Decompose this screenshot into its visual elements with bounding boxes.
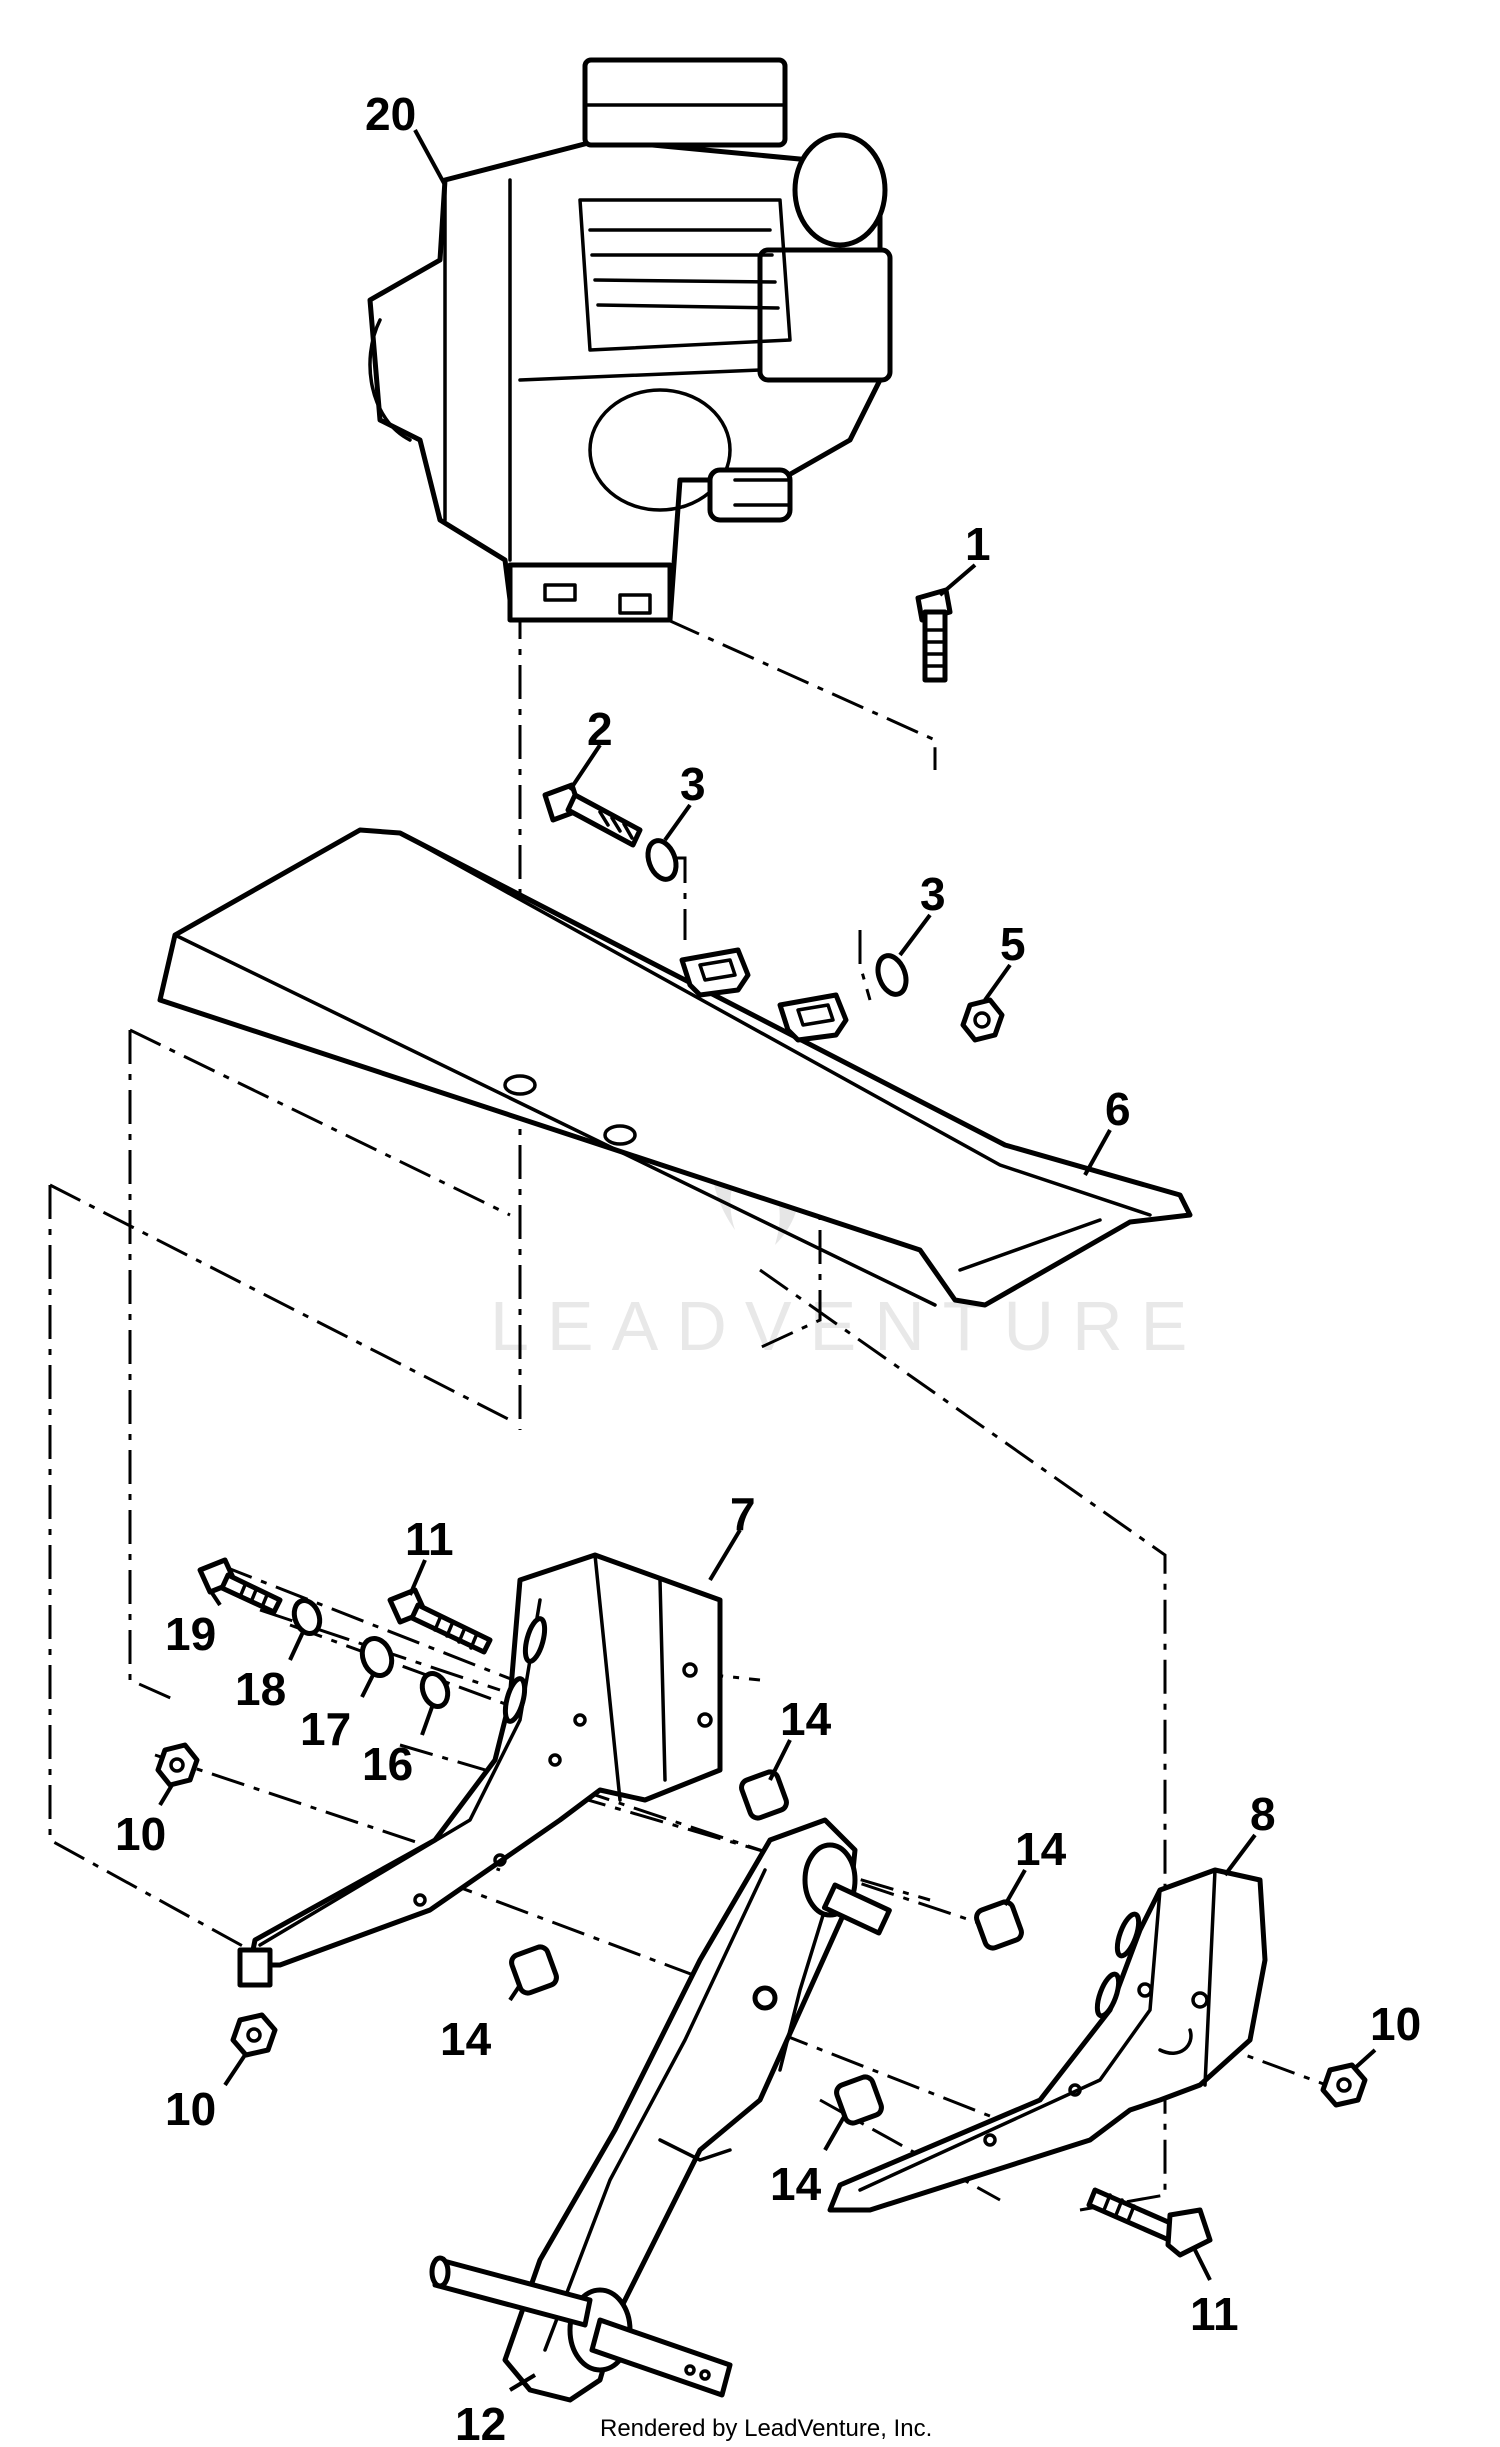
callout-shield-6: 6 [1105,1083,1131,1135]
engine [367,57,893,623]
callout-bolt-1: 1 [965,518,991,570]
nuts [155,1742,1368,2108]
callouts: 20 1 2 3 3 5 6 7 8 10 10 10 11 11 12 14 … [115,88,1421,2447]
callout-spacer-14-a: 14 [780,1693,832,1745]
bolt-1 [915,587,953,683]
callout-washer-16: 16 [362,1738,413,1790]
callout-spacer-14-d: 14 [770,2158,822,2210]
callout-nut-10-lower: 10 [165,2083,216,2135]
bolt-11-right [1086,2187,1213,2258]
callout-chain-case-12: 12 [455,2398,506,2447]
callout-bolt-11-right: 11 [1190,2288,1239,2340]
callout-washer-3b: 3 [920,868,946,920]
shield-hardware [542,782,1005,1043]
frame-right [827,1867,1268,2213]
callout-spacer-14-c: 14 [440,2013,492,2065]
callout-frame-7: 7 [730,1488,756,1540]
footer-credit: Rendered by LeadVenture, Inc. [600,2415,932,2442]
callout-washer-17: 17 [300,1703,351,1755]
frame-left [237,1552,723,1988]
leader-lines [158,129,1377,2392]
callout-washer-3a: 3 [680,758,706,810]
callout-spacer-14-b: 14 [1015,1823,1067,1875]
callout-frame-8: 8 [1250,1788,1276,1840]
callout-bolt-19: 19 [165,1608,216,1660]
callout-washer-18: 18 [235,1663,286,1715]
callout-engine: 20 [365,88,416,140]
callout-nut-10-upper: 10 [115,1808,166,1860]
callout-bolt-2: 2 [587,703,613,755]
watermark-text: LEADVENTURE [490,1287,1205,1365]
shield [157,827,1193,1308]
callout-nut-5: 5 [1000,918,1026,970]
left-hardware [197,1557,493,1709]
spacers [509,1769,1024,2126]
chain-case [429,1817,892,2403]
callout-nut-10-right: 10 [1370,1998,1421,2050]
callout-bolt-11-left: 11 [405,1513,454,1565]
